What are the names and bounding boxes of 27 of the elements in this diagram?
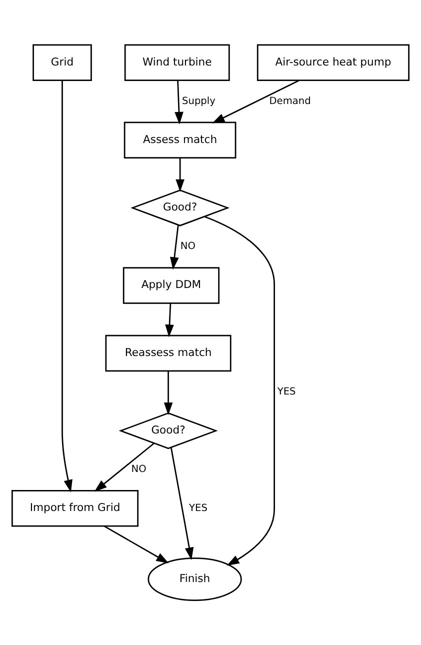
edge-label: Demand bbox=[269, 96, 311, 107]
arrow bbox=[104, 526, 169, 564]
arrow bbox=[164, 370, 173, 416]
node-box: Grid bbox=[32, 44, 92, 81]
node-diamond: Good? bbox=[118, 412, 218, 450]
arrow bbox=[170, 224, 179, 270]
node-box: Assess match bbox=[124, 122, 236, 159]
arrow bbox=[174, 80, 184, 125]
edge-label: Supply bbox=[182, 96, 216, 107]
node-box: Reassess match bbox=[105, 334, 232, 372]
arrow bbox=[212, 80, 300, 124]
arrow bbox=[94, 442, 155, 492]
edge-label: NO bbox=[131, 464, 146, 476]
arrow bbox=[204, 216, 275, 566]
node-box: Import from Grid bbox=[11, 490, 139, 527]
node-box: Air-source heat pump bbox=[256, 44, 410, 81]
arrow bbox=[170, 447, 194, 560]
node-ellipse: Finish bbox=[148, 558, 242, 601]
node-diamond: Good? bbox=[130, 190, 230, 226]
arrow bbox=[165, 303, 174, 338]
arrow bbox=[176, 158, 184, 192]
edge-label: YES bbox=[277, 386, 296, 398]
edge-label: NO bbox=[180, 241, 196, 252]
arrow bbox=[62, 80, 72, 492]
node-box: Wind turbine bbox=[124, 44, 230, 81]
node-box: Apply DDM bbox=[122, 267, 220, 304]
edge-label: YES bbox=[189, 502, 208, 514]
